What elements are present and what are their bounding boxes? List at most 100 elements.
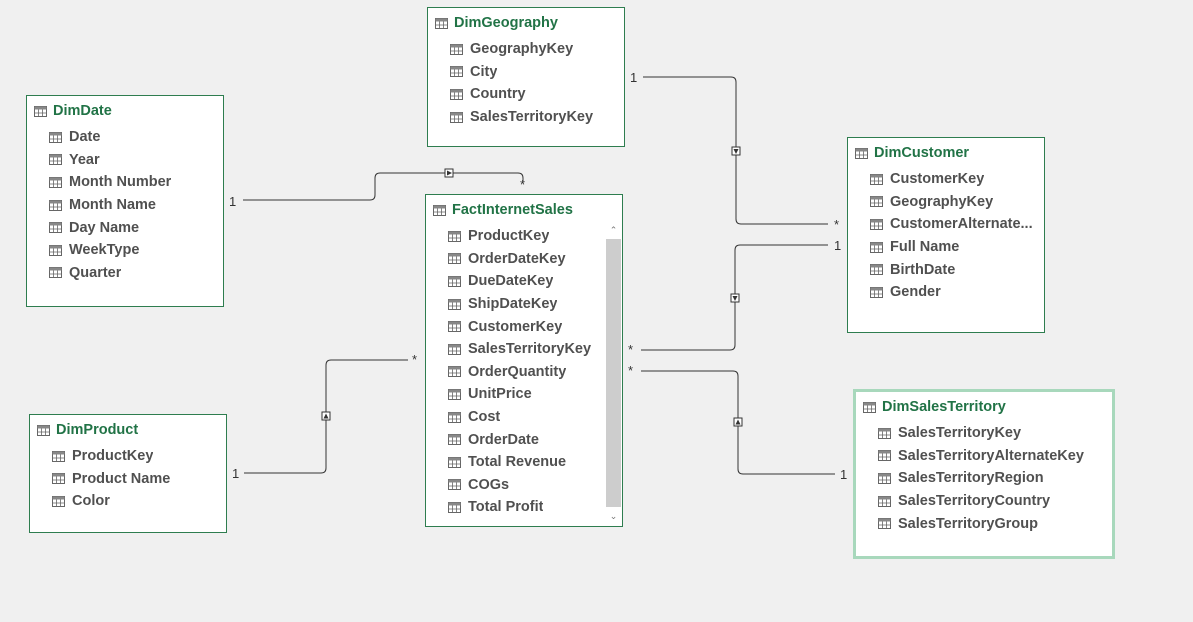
- table-header[interactable]: DimProduct: [30, 418, 226, 442]
- cardinality-one-label: 1: [229, 194, 237, 209]
- column-grid-icon: [52, 495, 65, 507]
- field-name: SalesTerritoryKey: [898, 425, 1022, 442]
- column-grid-icon: [870, 286, 883, 298]
- table-title: DimCustomer: [874, 145, 970, 161]
- field-row[interactable]: Day Name: [49, 216, 223, 239]
- table-header[interactable]: DimCustomer: [848, 141, 1044, 165]
- relationship-geography-customer[interactable]: [643, 76, 828, 225]
- relationship-customer-fact[interactable]: [641, 244, 828, 351]
- field-name: DueDateKey: [468, 273, 554, 290]
- cardinality-many-label: *: [628, 363, 634, 378]
- field-row[interactable]: WeekType: [49, 239, 223, 262]
- cardinality-many-label: *: [628, 342, 634, 357]
- cardinality-one-label: 1: [840, 467, 848, 482]
- field-row[interactable]: CustomerKey: [870, 168, 1044, 191]
- field-row[interactable]: SalesTerritoryAlternateKey: [878, 445, 1112, 468]
- field-row[interactable]: OrderDate: [448, 428, 622, 451]
- field-row[interactable]: SalesTerritoryGroup: [878, 512, 1112, 535]
- field-row[interactable]: ProductKey: [448, 225, 622, 248]
- field-row[interactable]: ShipDateKey: [448, 293, 622, 316]
- field-name: Full Name: [890, 239, 960, 256]
- scroll-down-chevron-icon[interactable]: ⌄: [609, 511, 618, 521]
- field-row[interactable]: Gender: [870, 281, 1044, 304]
- field-row[interactable]: Product Name: [52, 468, 226, 491]
- field-name: GeographyKey: [890, 193, 994, 210]
- field-name: SalesTerritoryGroup: [898, 515, 1038, 532]
- table-header[interactable]: DimDate: [27, 99, 223, 123]
- column-grid-icon: [878, 450, 891, 462]
- relationship-product-fact[interactable]: [244, 359, 408, 474]
- field-row[interactable]: Country: [450, 83, 624, 106]
- table-grid-icon: [863, 401, 876, 413]
- table-header[interactable]: DimGeography: [428, 11, 624, 35]
- field-row[interactable]: SalesTerritoryKey: [450, 106, 624, 129]
- field-name: SalesTerritoryAlternateKey: [898, 447, 1084, 464]
- field-row[interactable]: OrderDateKey: [448, 248, 622, 271]
- table-header[interactable]: DimSalesTerritory: [856, 395, 1112, 419]
- field-row[interactable]: City: [450, 61, 624, 84]
- field-name: UnitPrice: [468, 386, 532, 403]
- relationship-territory-fact[interactable]: [641, 370, 835, 475]
- field-row[interactable]: Color: [52, 490, 226, 513]
- field-row[interactable]: CustomerKey: [448, 315, 622, 338]
- field-row[interactable]: Year: [49, 149, 223, 172]
- field-row[interactable]: GeographyKey: [870, 191, 1044, 214]
- field-row[interactable]: DueDateKey: [448, 270, 622, 293]
- vertical-scrollbar[interactable]: ⌃ ⌄: [606, 221, 621, 525]
- column-grid-icon: [450, 111, 463, 123]
- cardinality-one-label: 1: [630, 70, 638, 85]
- column-grid-icon: [448, 253, 461, 265]
- column-grid-icon: [49, 176, 62, 188]
- field-row[interactable]: Quarter: [49, 262, 223, 285]
- table-header[interactable]: FactInternetSales: [426, 198, 622, 222]
- field-row[interactable]: Month Number: [49, 171, 223, 194]
- field-row[interactable]: GeographyKey: [450, 38, 624, 61]
- field-row[interactable]: Cost: [448, 406, 622, 429]
- column-grid-icon: [448, 501, 461, 513]
- column-grid-icon: [870, 196, 883, 208]
- field-name: Country: [470, 86, 526, 103]
- scroll-up-chevron-icon[interactable]: ⌃: [609, 225, 618, 235]
- field-name: Total Profit: [468, 499, 544, 516]
- column-grid-icon: [49, 131, 62, 143]
- column-grid-icon: [448, 298, 461, 310]
- field-row[interactable]: SalesTerritoryKey: [448, 338, 622, 361]
- field-name: OrderDate: [468, 431, 539, 448]
- scrollbar-thumb[interactable]: [606, 239, 621, 507]
- field-row[interactable]: Total Profit: [448, 496, 622, 519]
- column-grid-icon: [448, 479, 461, 491]
- field-row[interactable]: SalesTerritoryRegion: [878, 467, 1112, 490]
- field-row[interactable]: COGs: [448, 474, 622, 497]
- table-title: DimGeography: [454, 15, 558, 31]
- table-grid-icon: [855, 147, 868, 159]
- field-row[interactable]: BirthDate: [870, 258, 1044, 281]
- column-grid-icon: [870, 173, 883, 185]
- field-name: ProductKey: [468, 228, 550, 245]
- field-row[interactable]: Full Name: [870, 236, 1044, 259]
- field-row[interactable]: Total Revenue: [448, 451, 622, 474]
- field-row[interactable]: OrderQuantity: [448, 361, 622, 384]
- field-row[interactable]: UnitPrice: [448, 383, 622, 406]
- field-name: Total Revenue: [468, 454, 567, 471]
- field-row[interactable]: Month Name: [49, 194, 223, 217]
- field-row[interactable]: Date: [49, 126, 223, 149]
- column-grid-icon: [450, 43, 463, 55]
- field-row[interactable]: ProductKey: [52, 445, 226, 468]
- field-row[interactable]: CustomerAlternate...: [870, 213, 1044, 236]
- column-grid-icon: [878, 427, 891, 439]
- field-row[interactable]: SalesTerritoryKey: [878, 422, 1112, 445]
- field-row[interactable]: SalesTerritoryCountry: [878, 490, 1112, 513]
- field-name: Quarter: [69, 264, 122, 281]
- relationship-date-fact[interactable]: [243, 168, 524, 201]
